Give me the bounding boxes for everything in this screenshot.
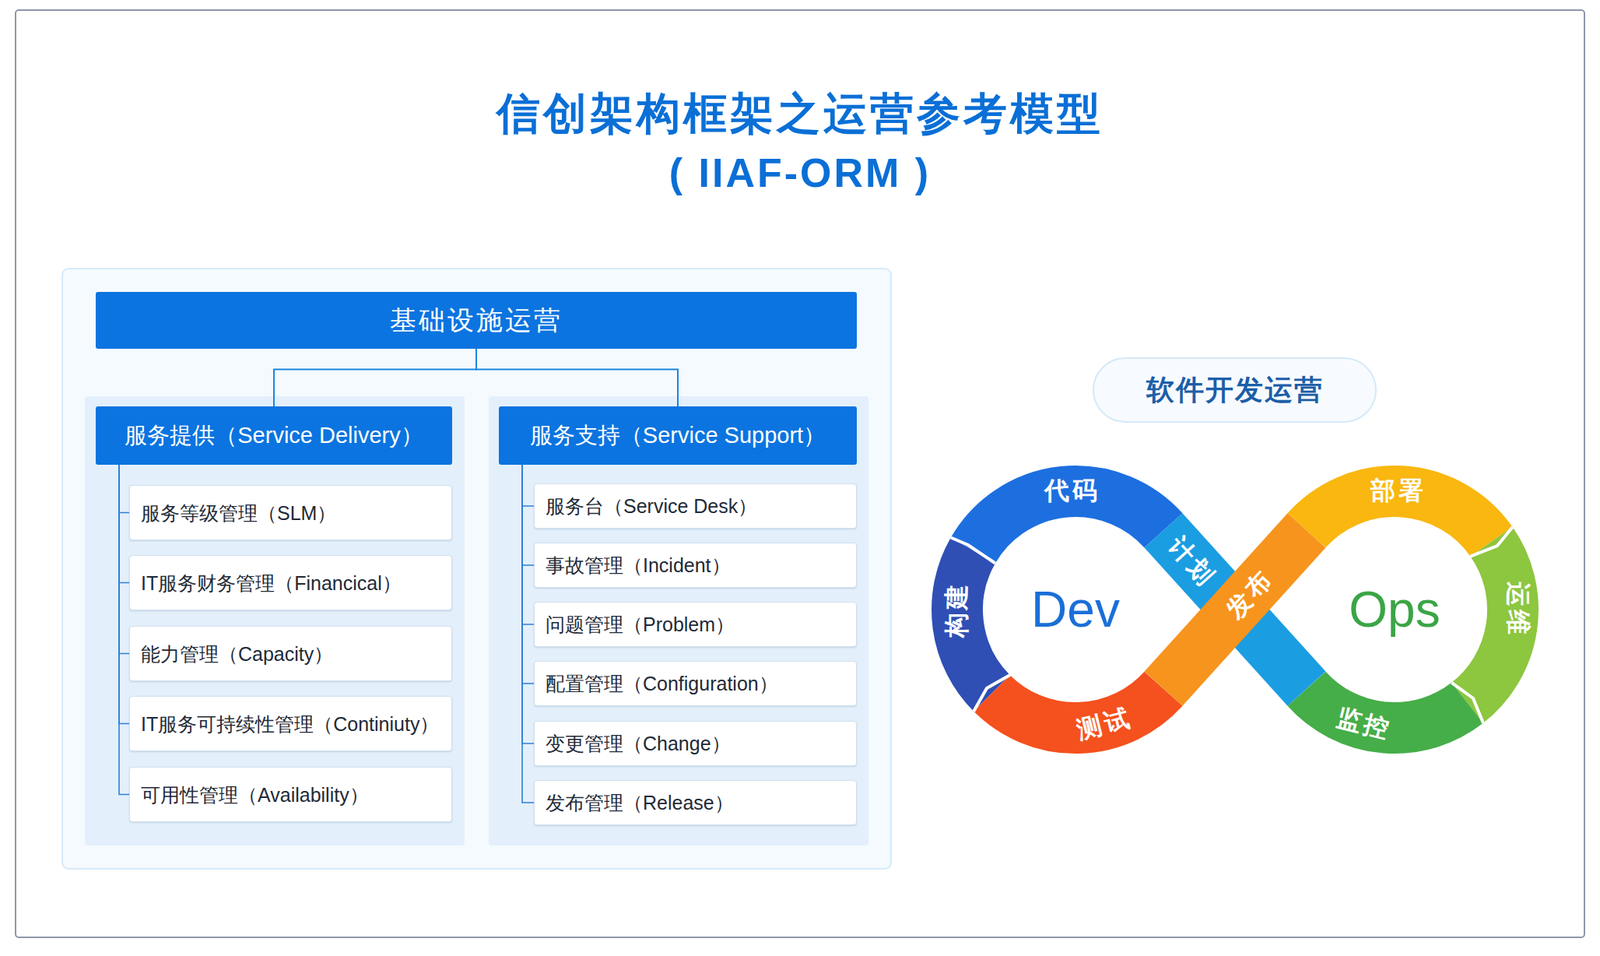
segment-separators (950, 526, 1513, 723)
connector (522, 464, 534, 744)
group-panel (84, 396, 465, 846)
loop-label: 构建 (943, 581, 971, 638)
process-box: 服务等级管理（SLM） (129, 484, 453, 541)
node-text: 能力管理（Capacity） (140, 642, 334, 666)
process-box: IT服务可持续性管理（Continiuty） (129, 695, 453, 751)
subtitle: ( IIAF-ORM ) (669, 150, 931, 196)
node-text: 软件开发运营 (1146, 372, 1324, 407)
devops-loop (957, 491, 1513, 728)
connector (522, 464, 534, 803)
node-text: 变更管理（Change） (545, 731, 731, 755)
diagram-title: 信创架构框架之运营参考模型 (496, 84, 1104, 144)
outer-panel (62, 268, 892, 869)
process-box: 服务台（Service Desk） (533, 483, 857, 529)
node-text: IT服务可持续性管理（Continiuty） (140, 712, 439, 736)
connector (273, 348, 477, 407)
node-text: 事故管理（Incident） (545, 553, 731, 577)
node-text: 问题管理（Problem） (545, 612, 735, 636)
loop-segment (1163, 529, 1307, 688)
process-box: IT服务财务管理（Financical） (129, 554, 453, 611)
separator (973, 674, 1011, 712)
node-text: 基础设施运营 (389, 304, 563, 337)
node-text: 服务支持（Service Support） (529, 421, 826, 450)
process-box: 能力管理（Capacity） (129, 625, 453, 681)
node-text: 可用性管理（Availability） (140, 782, 369, 807)
node-text: 服务提供（Service Delivery） (124, 421, 424, 450)
group-panel (488, 396, 869, 846)
node-text: 服务等级管理（SLM） (140, 501, 337, 525)
process-box: 可用性管理（Availability） (129, 766, 453, 822)
process-box: 事故管理（Incident） (533, 542, 857, 588)
connector (522, 464, 534, 565)
loop-center-text: Ops (1348, 582, 1440, 637)
loop-label: 部署 (1370, 477, 1427, 505)
section-pill: 软件开发运营 (1092, 357, 1377, 423)
group-header: 服务支持（Service Support） (498, 406, 857, 465)
connector (119, 464, 130, 583)
page-frame (15, 10, 1585, 937)
separator (950, 537, 996, 564)
group-header: 服务提供（Service Delivery） (95, 406, 453, 465)
separator (1470, 526, 1513, 557)
loop-segment (1163, 529, 1307, 688)
separator (1451, 682, 1484, 723)
loop-center-text: Dev (1031, 582, 1120, 637)
node-text: IT服务财务管理（Financical） (140, 571, 402, 595)
process-box: 变更管理（Change） (533, 720, 857, 766)
connector (119, 464, 130, 795)
process-box: 发布管理（Release） (533, 779, 857, 825)
connector (476, 348, 678, 407)
loop-label: 运维 (1503, 581, 1531, 638)
process-box: 问题管理（Problem） (533, 601, 857, 647)
category-bar: 基础设施运营 (95, 291, 857, 349)
connector (522, 464, 534, 625)
connector (119, 464, 130, 513)
node-text: 发布管理（Release） (545, 790, 734, 815)
connector (522, 464, 534, 506)
node-text: 服务台（Service Desk） (545, 494, 758, 518)
connector (119, 464, 130, 724)
connector (522, 464, 534, 684)
node-text: 配置管理（Configuration） (545, 671, 779, 695)
loop-label: 代码 (1044, 477, 1101, 505)
process-box: 配置管理（Configuration） (533, 660, 857, 706)
connector (119, 464, 130, 654)
